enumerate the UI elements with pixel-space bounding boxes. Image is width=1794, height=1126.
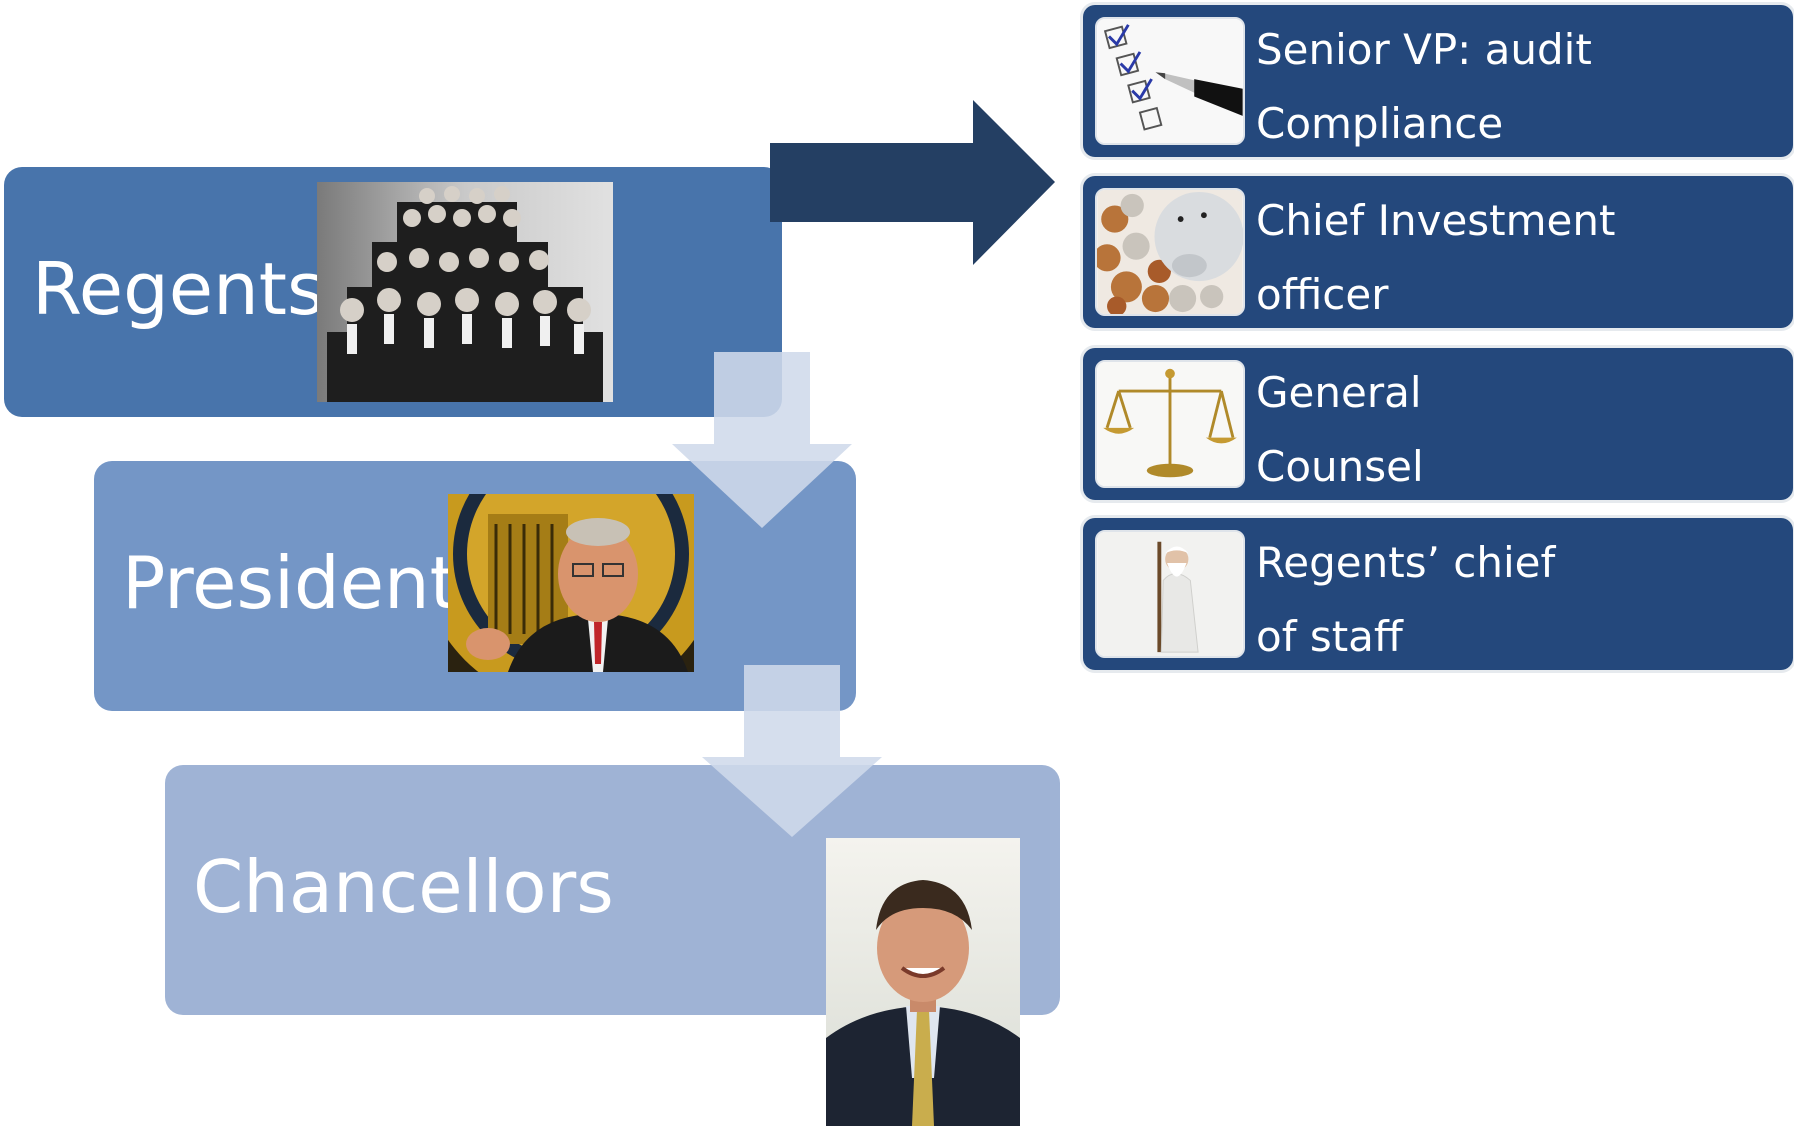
side-card-1-line2: officer [1256,270,1389,319]
side-card-3-line2: of staff [1256,612,1403,661]
chancellor-photo [826,838,1020,1126]
piggy-bank-coins-icon [1095,188,1245,316]
scales-of-justice-icon [1095,360,1245,488]
checklist-pen-icon [1095,17,1245,145]
down-arrow-regents-to-president [672,352,852,528]
side-card-general-counsel: General Counsel [1083,348,1793,500]
tier-president-label: President [122,541,458,625]
side-card-senior-vp-audit: Senior VP: audit Compliance [1083,5,1793,157]
right-arrow-to-side-panel [770,100,1055,265]
side-card-2-line2: Counsel [1256,442,1424,491]
wise-man-staff-icon [1095,530,1245,658]
side-card-2-line1: General [1256,368,1422,417]
down-arrow-president-to-chancellors [702,665,882,837]
side-card-3-line1: Regents’ chief [1256,538,1556,587]
tier-regents-label: Regents [32,247,325,331]
president-photo [448,494,694,672]
side-card-1-line1: Chief Investment [1256,196,1616,245]
side-card-regents-chief-of-staff: Regents’ chief of staff [1083,518,1793,670]
regents-group-photo [317,182,613,402]
side-card-0-line2: Compliance [1256,99,1504,148]
side-card-0-line1: Senior VP: audit [1256,25,1592,74]
side-card-chief-investment-officer: Chief Investment officer [1083,176,1793,328]
tier-chancellors-label: Chancellors [193,845,614,929]
